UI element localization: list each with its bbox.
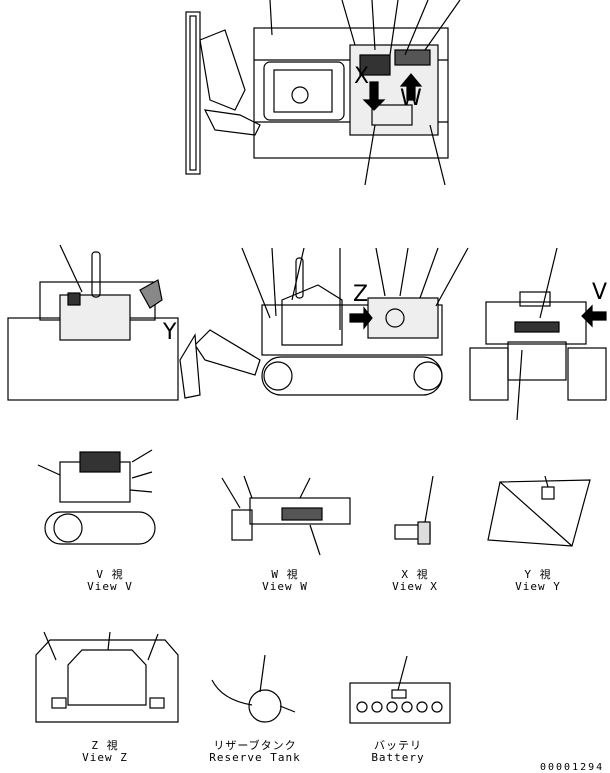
caption-view-y: Y 視 View Y bbox=[498, 569, 578, 593]
caption-view-w-jp: W 視 bbox=[271, 568, 299, 581]
reserve-tank-detail bbox=[211, 654, 296, 723]
caption-view-w: W 視 View W bbox=[245, 569, 325, 593]
caption-view-x: X 視 View X bbox=[375, 569, 455, 593]
caption-view-z: Z 視 View Z bbox=[65, 740, 145, 764]
side-view bbox=[179, 247, 469, 399]
marker-y: Y bbox=[163, 320, 177, 345]
view-w-detail bbox=[221, 475, 351, 556]
caption-battery: バッテリ Battery bbox=[358, 740, 438, 764]
caption-view-z-en: View Z bbox=[82, 751, 128, 764]
caption-battery-en: Battery bbox=[371, 751, 425, 764]
caption-view-y-en: View Y bbox=[515, 580, 561, 593]
caption-view-x-jp: X 視 bbox=[401, 568, 429, 581]
drawing-number: 00001294 bbox=[540, 762, 605, 773]
caption-view-w-en: View W bbox=[262, 580, 308, 593]
view-x-detail bbox=[394, 475, 434, 545]
caption-reserve-tank: リザーブタンク Reserve Tank bbox=[205, 740, 305, 764]
view-z-detail bbox=[35, 631, 179, 723]
top-plan-view bbox=[185, 0, 461, 186]
caption-view-v: V 視 View V bbox=[70, 569, 150, 593]
caption-view-y-jp: Y 視 bbox=[524, 568, 552, 581]
caption-battery-jp: バッテリ bbox=[374, 739, 422, 752]
caption-reserve-tank-jp: リザーブタンク bbox=[213, 739, 297, 752]
caption-reserve-tank-en: Reserve Tank bbox=[209, 751, 301, 764]
marker-z: Z bbox=[353, 282, 369, 307]
front-view bbox=[7, 244, 179, 401]
marker-v: V bbox=[592, 280, 608, 305]
view-v-detail bbox=[37, 449, 156, 545]
rear-view bbox=[469, 247, 607, 421]
marker-x: X bbox=[354, 64, 370, 89]
view-y-detail bbox=[487, 475, 591, 547]
caption-view-x-en: View X bbox=[392, 580, 438, 593]
battery-detail bbox=[349, 655, 451, 724]
caption-view-v-en: View V bbox=[87, 580, 133, 593]
caption-view-v-jp: V 視 bbox=[96, 568, 124, 581]
marker-w: W bbox=[400, 86, 422, 111]
caption-view-z-jp: Z 視 bbox=[91, 739, 119, 752]
